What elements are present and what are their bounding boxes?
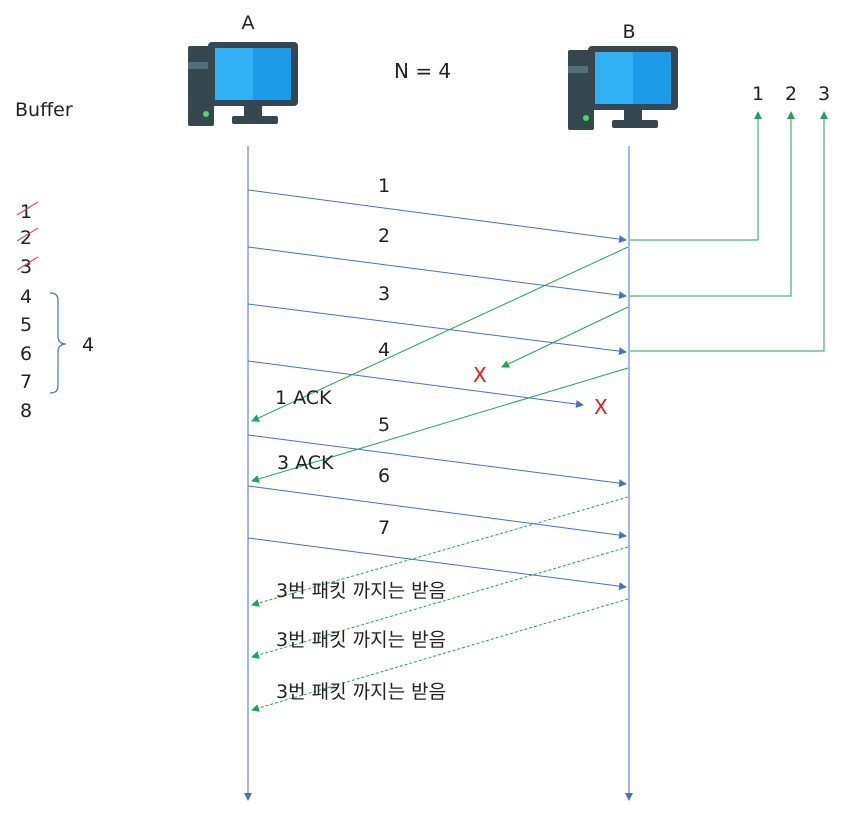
packet-arrow [247,303,627,356]
buffer-item: 8 [20,400,32,422]
ack-arrow-lost [501,306,629,368]
node-b-label: B [622,21,635,43]
dup-ack-arrow [251,546,629,659]
node-a-label: A [242,12,255,34]
received-item: 2 [785,83,797,105]
packet-label: 6 [378,465,390,487]
buffer-item: 5 [20,314,32,336]
dup-ack-arrow [251,496,629,607]
packet-arrow [247,434,627,488]
buffer-item: 7 [20,371,32,393]
packet-label: 7 [378,517,390,539]
packet-arrow [247,537,627,591]
packet-label: 5 [378,414,390,436]
packet-arrow [247,246,627,300]
packet-label: 3 [378,283,390,305]
ack-label: 3 ACK [277,452,334,474]
deliver-line [630,111,828,352]
dup-ack-text: 3번 패킷 까지는 받음 [276,681,446,703]
buffer-list: 1 2 3 4 5 6 7 8 4 [16,201,94,422]
lost-mark: X [473,363,487,387]
buffer-item: 3 [20,256,32,278]
packet-label: 2 [378,225,390,247]
dup-ack-arrow [251,598,629,712]
buffer-item: 6 [20,343,32,365]
deliver-line [630,111,762,241]
window-size-value: 4 [82,334,94,356]
ack-arrow [251,367,629,483]
window-size-label: N = 4 [394,59,451,83]
buffer-title: Buffer [15,99,73,121]
buffer-item: 2 [20,227,32,249]
buffer-item: 1 [20,201,32,223]
computer-a-icon [188,42,298,126]
deliver-line [630,111,795,297]
lost-mark: X [594,395,608,419]
packet-label: 4 [378,339,390,361]
window-brace [49,292,67,394]
strike-mark [16,201,39,216]
buffer-item: 4 [20,286,32,308]
received-item: 3 [818,83,830,105]
packet-label: 1 [378,175,390,197]
ack-arrow [251,246,629,422]
packet-arrow [247,485,627,540]
packet-arrow-lost [247,360,584,409]
dup-ack-text: 3번 패킷 까지는 받음 [276,580,446,602]
computer-b-icon [568,46,678,130]
strike-mark [16,256,39,271]
dup-ack-text: 3번 패킷 까지는 받음 [276,629,446,651]
strike-mark [16,227,39,242]
ack-label: 1 ACK [275,387,332,409]
packet-arrow [247,189,627,244]
received-item: 1 [752,83,764,105]
